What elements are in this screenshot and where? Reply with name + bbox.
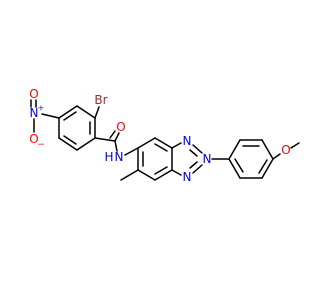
atom-amide-hydrogen: H xyxy=(104,150,113,164)
bond xyxy=(228,139,241,160)
bond xyxy=(76,137,96,151)
structure-diagram: Br O N H N + O − O N N N O xyxy=(29,87,300,184)
molecule-canvas: Br O N H N + O − O N N N O xyxy=(29,87,300,184)
atom-nitro-nitrogen: N xyxy=(30,106,39,120)
atom-triazole-nitrogen-3: N xyxy=(183,170,192,184)
bond-inner xyxy=(63,135,77,145)
atom-nitro-oxygen-single: O xyxy=(29,132,38,146)
atom-amide-nitrogen: N xyxy=(115,150,124,164)
atom-nitro-oxygen-double: O xyxy=(29,87,38,101)
bond xyxy=(114,132,120,142)
bonds xyxy=(30,99,300,181)
bond-inner xyxy=(234,158,244,173)
atom-triazole-nitrogen-1: N xyxy=(183,134,192,148)
bond xyxy=(94,137,116,142)
bond-double xyxy=(189,161,198,169)
bond-inner xyxy=(63,111,77,121)
bond xyxy=(171,169,182,176)
bond-double xyxy=(109,130,116,139)
bond xyxy=(58,137,78,151)
bond xyxy=(58,105,78,119)
bond xyxy=(124,147,139,156)
bond xyxy=(192,164,203,174)
bond xyxy=(114,140,118,152)
nitro-positive-charge: + xyxy=(38,104,45,113)
bond xyxy=(154,137,173,149)
atom-triazole-nitrogen-2: N xyxy=(203,152,212,166)
atom-carbonyl-oxygen: O xyxy=(116,120,125,134)
bond-inner xyxy=(154,166,168,175)
bond xyxy=(192,144,203,154)
bond xyxy=(290,142,300,149)
atom-bromine: Br xyxy=(94,93,107,107)
bond xyxy=(228,158,241,179)
atom-labels: Br O N H N + O − O N N N O xyxy=(29,87,290,184)
bond-double xyxy=(189,149,198,157)
bond-inner xyxy=(154,143,168,152)
bond xyxy=(120,169,139,181)
bond xyxy=(41,113,60,119)
bond xyxy=(94,106,100,119)
bond xyxy=(272,153,281,160)
atom-methoxy-oxygen: O xyxy=(281,143,290,157)
bond xyxy=(137,169,156,181)
bond xyxy=(154,169,173,181)
bond xyxy=(76,105,96,119)
bond-inner xyxy=(258,159,268,174)
bond xyxy=(171,142,182,149)
bond xyxy=(261,139,274,160)
nitro-negative-charge: − xyxy=(37,140,45,150)
bond xyxy=(137,137,156,149)
bond xyxy=(261,158,274,179)
